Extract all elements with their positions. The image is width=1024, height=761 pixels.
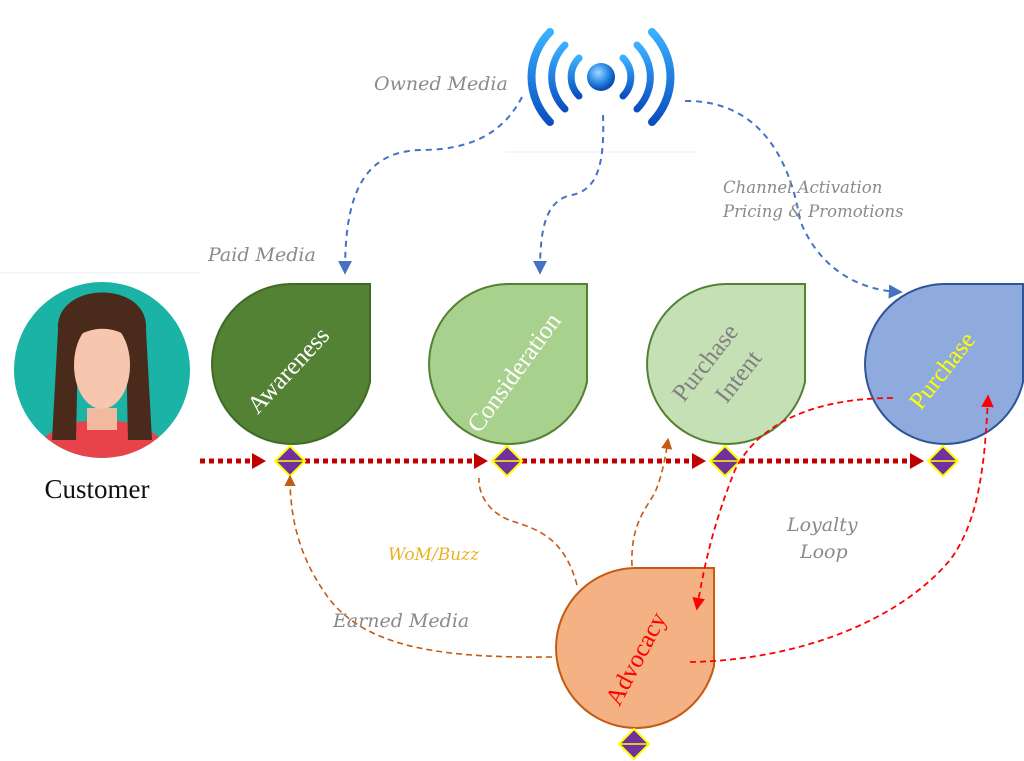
owned-media-label: Owned Media [374,73,508,95]
stage-purchase: Purchase [864,283,1024,445]
earned-media-arrows [284,437,673,658]
earned-media-label: Earned Media [332,610,469,632]
pricing-promotions-label: Pricing & Promotions [722,202,904,221]
customer-label: Customer [45,474,150,504]
loyalty-loop-arrows [689,394,994,663]
customer-avatar-icon [14,282,190,458]
loyalty-label: Loyalty [786,514,858,536]
paid-media-label: Paid Media [207,244,316,266]
stage-markers [273,444,960,761]
wom-buzz-label: WoM/Buzz [388,545,480,565]
stage-purchase-intent: Purchase Intent [646,283,806,445]
stage-awareness: Awareness [211,283,371,445]
stage-consideration: Consideration [428,283,588,445]
channel-activation-label: Channel Activation [723,178,882,197]
owned-media-arrows [338,96,903,299]
broadcast-icon [527,28,675,126]
stage-advocacy: Advocacy [555,567,715,729]
loop-label: Loop [799,541,848,563]
